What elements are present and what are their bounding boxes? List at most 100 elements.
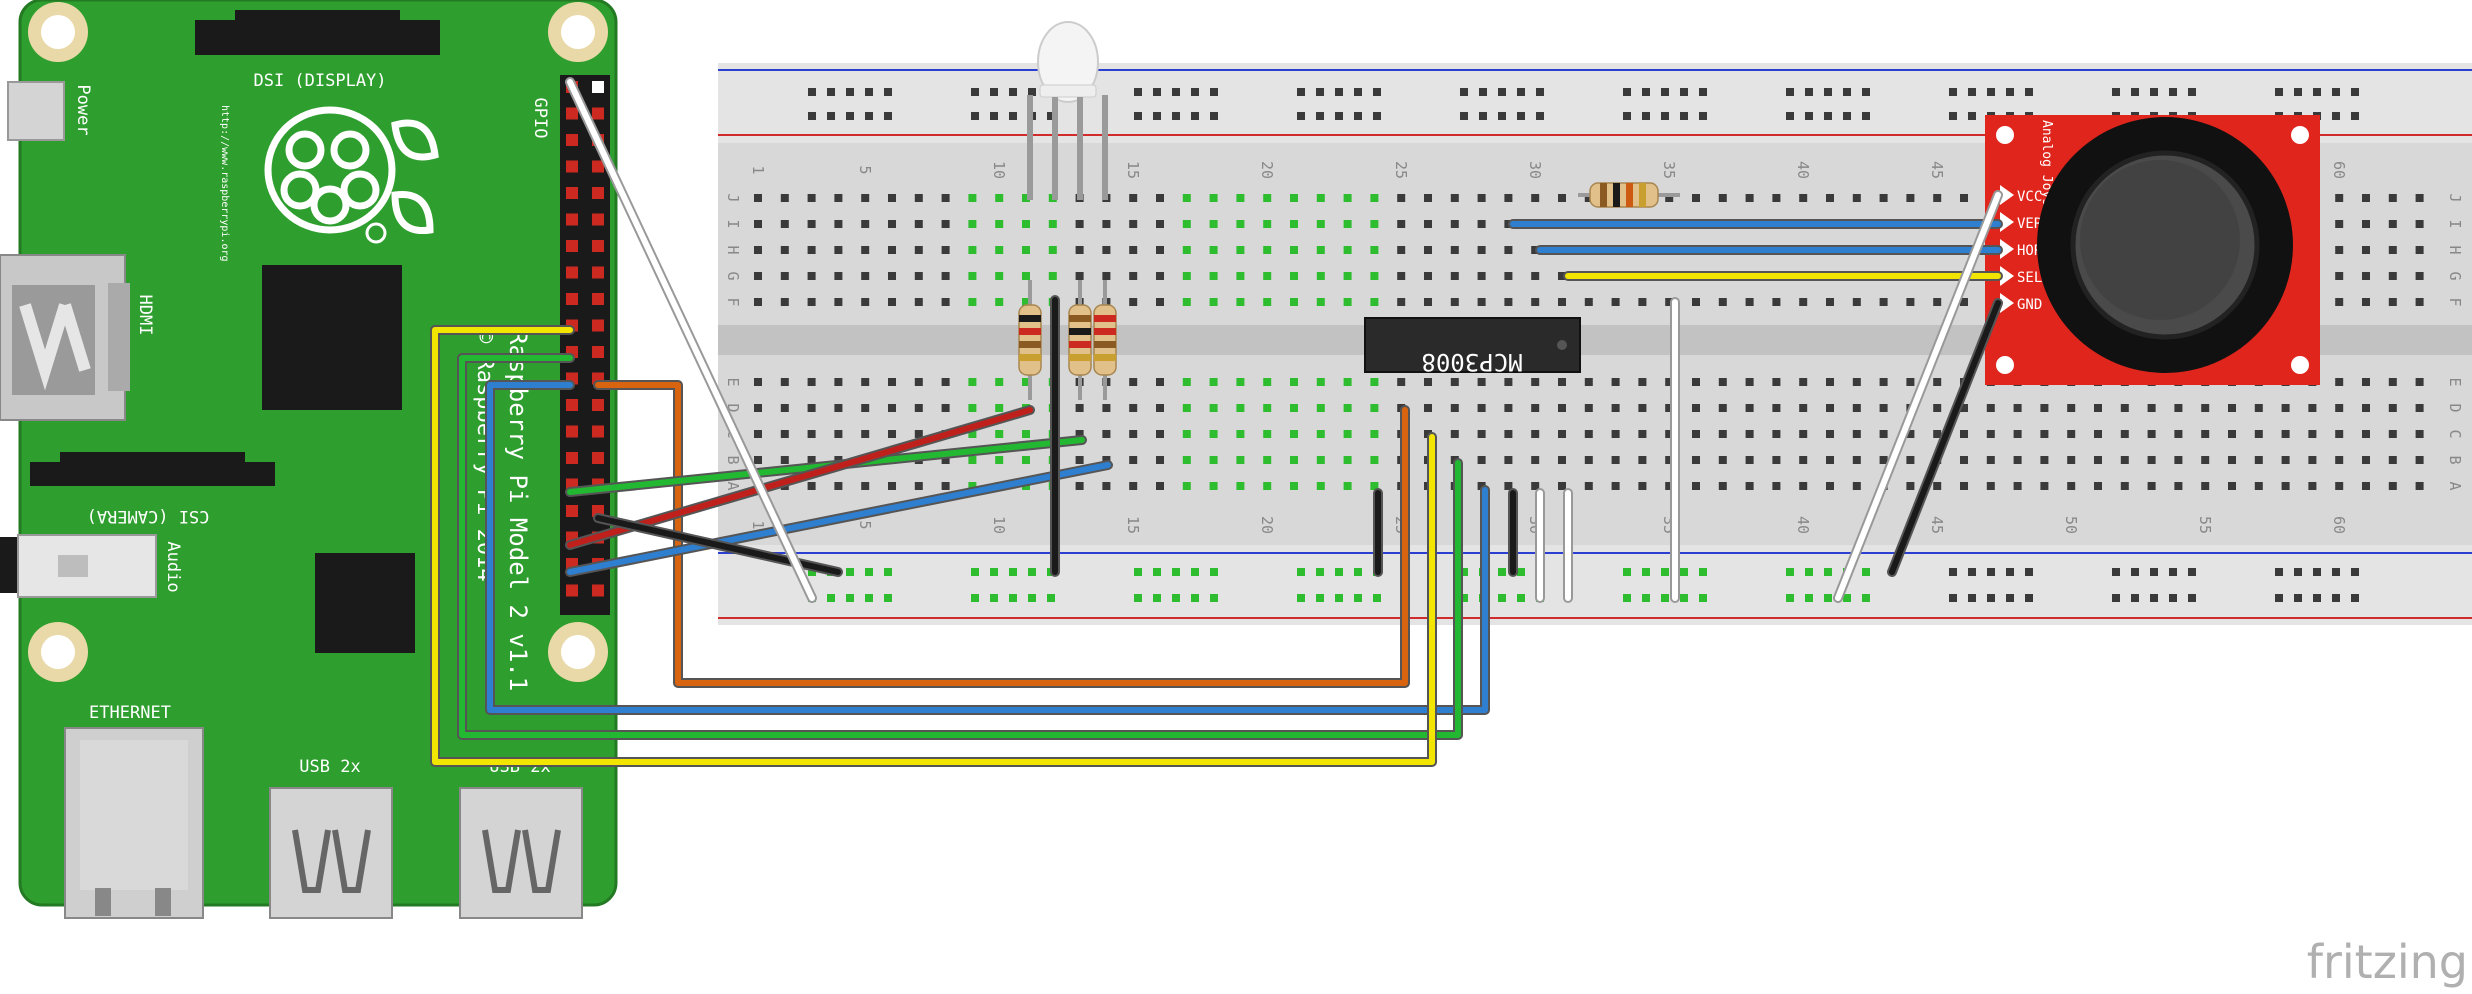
breadboard-hole (995, 272, 1004, 280)
breadboard-hole (941, 298, 950, 306)
breadboard-hole (1826, 482, 1834, 490)
gpio-pin (592, 452, 604, 464)
breadboard-hole (995, 456, 1004, 464)
rail-hole (1536, 112, 1544, 120)
breadboard-hole (1638, 430, 1647, 438)
gpio-pin (592, 399, 604, 411)
breadboard-hole (1558, 404, 1566, 412)
breadboard-hole (941, 246, 950, 254)
breadboard-hole (1826, 298, 1834, 306)
breadboard-hole (1424, 298, 1432, 306)
breadboard-hole (1397, 272, 1406, 280)
breadboard-hole (2281, 404, 2290, 412)
breadboard-hole (1638, 378, 1647, 386)
gpio-pin (592, 213, 604, 226)
breadboard-hole (2415, 404, 2424, 412)
breadboard-hole (1290, 272, 1298, 280)
breadboard-hole (1316, 430, 1325, 438)
rail-hole (2351, 568, 2359, 576)
breadboard-hole (1772, 298, 1781, 306)
breadboard-hole (1316, 194, 1325, 202)
breadboard-hole (1879, 404, 1888, 412)
breadboard-hole (1450, 298, 1459, 306)
column-number: 1 (749, 520, 767, 529)
column-number: 40 (1794, 516, 1812, 534)
mounting-hole (548, 622, 608, 682)
breadboard-hole (780, 220, 789, 228)
breadboard-hole (2281, 482, 2290, 490)
gpio-pin (592, 81, 604, 93)
rail-hole (1987, 88, 1995, 96)
breadboard-hole (914, 404, 923, 412)
breadboard-hole (2362, 298, 2370, 306)
breadboard-hole (914, 482, 923, 490)
rail-hole (1517, 594, 1525, 602)
breadboard-hole (1156, 298, 1164, 306)
rail-hole (1134, 112, 1142, 120)
rail-hole (1047, 112, 1055, 120)
breadboard-hole (2067, 456, 2076, 464)
breadboard-hole (807, 194, 816, 202)
column-number: 50 (2062, 516, 2080, 534)
breadboard-hole (807, 220, 816, 228)
rail-hole (846, 88, 854, 96)
breadboard-hole (1316, 456, 1325, 464)
rail-hole (2150, 88, 2158, 96)
rail-hole (2025, 594, 2033, 602)
rail-hole (1047, 594, 1055, 602)
breadboard-hole (2013, 456, 2022, 464)
breadboard-hole (2308, 482, 2317, 490)
breadboard-hole (888, 194, 896, 202)
row-letter: G (724, 271, 742, 280)
breadboard-hole (2254, 482, 2263, 490)
breadboard-hole (1477, 298, 1486, 306)
breadboard-hole (1799, 482, 1808, 490)
breadboard-hole (1022, 246, 1030, 254)
breadboard-hole (2335, 456, 2344, 464)
rail-hole (2169, 594, 2177, 602)
breadboard-hole (1826, 194, 1834, 202)
rail-hole (2188, 594, 2196, 602)
breadboard-hole (1129, 378, 1138, 386)
rail-hole (2025, 88, 2033, 96)
breadboard-hole (834, 220, 843, 228)
rail-hole (1498, 112, 1506, 120)
rail-hole (1949, 568, 1957, 576)
rail-hole (1786, 88, 1794, 96)
breadboard-hole (1129, 430, 1138, 438)
wire-blue-led (567, 462, 1111, 575)
usb-controller-chip (315, 553, 415, 653)
breadboard-hole (754, 298, 762, 306)
breadboard-holes (754, 88, 2424, 602)
breadboard-hole (1531, 404, 1540, 412)
ethernet-label: ETHERNET (89, 703, 171, 723)
row-letter: A (2446, 481, 2464, 490)
breadboard-hole (1504, 482, 1513, 490)
breadboard-hole (754, 456, 762, 464)
breadboard-hole (968, 298, 977, 306)
breadboard-hole (1852, 456, 1861, 464)
row-letter: C (2446, 429, 2464, 438)
breadboard-hole (1182, 378, 1191, 386)
breadboard-hole (1477, 456, 1486, 464)
breadboard-hole (1209, 482, 1218, 490)
wire-green-spi (459, 355, 1461, 738)
breadboard-hole (1236, 378, 1245, 386)
usb-port (269, 787, 393, 919)
row-letter: J (2446, 193, 2464, 202)
raspberry-logo (264, 106, 439, 244)
rail-hole (2006, 594, 2014, 602)
mounting-hole (28, 622, 88, 682)
breadboard-hole (1182, 220, 1191, 228)
rail-hole (2112, 568, 2120, 576)
rail-hole (2275, 88, 2283, 96)
rail-hole (1028, 88, 1036, 96)
breadboard-hole (1263, 246, 1272, 254)
rail-hole (1210, 568, 1218, 576)
csi-label: CSI (CAMERA) (87, 506, 210, 526)
breadboard-hole (1745, 378, 1754, 386)
rail-hole (1316, 568, 1324, 576)
rail-hole (884, 594, 892, 602)
breadboard-hole (1316, 482, 1325, 490)
rail-hole (1373, 112, 1381, 120)
